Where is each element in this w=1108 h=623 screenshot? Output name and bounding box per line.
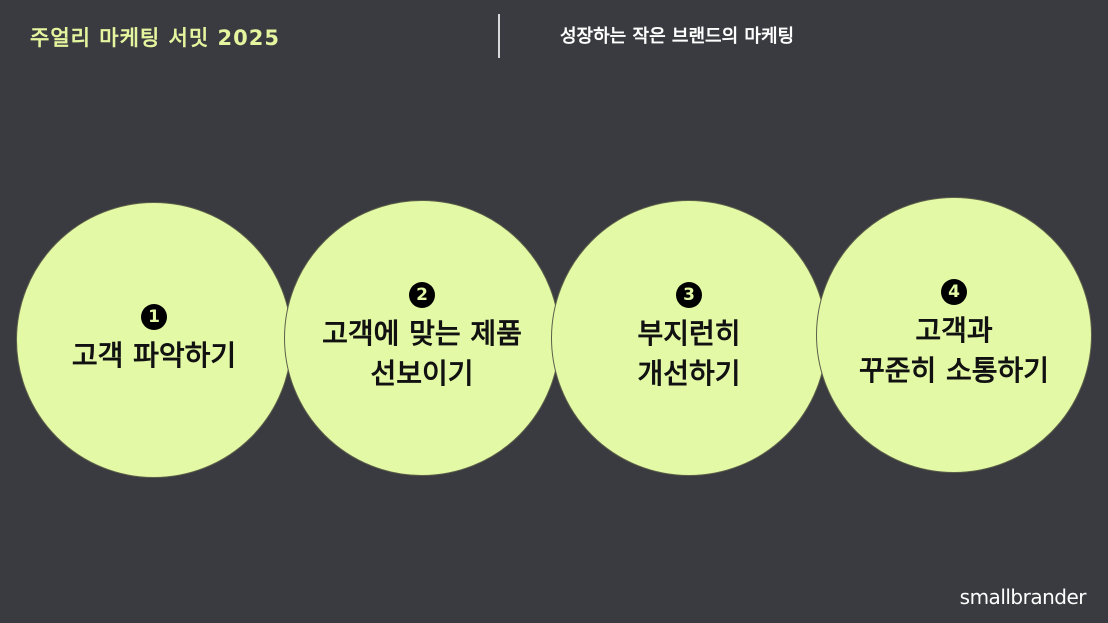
- brand-logo: smallbrander: [959, 585, 1087, 609]
- step-number-badge: 4: [941, 279, 967, 305]
- step-number-badge: 3: [676, 282, 702, 308]
- step-circle-3: 3 부지런히 개선하기: [551, 200, 827, 476]
- step-number-badge: 2: [409, 282, 435, 308]
- step-number-badge: 1: [141, 304, 167, 330]
- step-circle-1: 1 고객 파악하기: [16, 202, 292, 478]
- step-label: 고객에 맞는 제품 선보이기: [322, 317, 522, 390]
- step-label: 부지런히 개선하기: [637, 317, 741, 390]
- summit-title: 주얼리 마케팅 서밋 2025: [30, 26, 280, 50]
- header-divider: [498, 14, 500, 58]
- step-circle-4: 4 고객과 꾸준히 소통하기: [816, 197, 1092, 473]
- step-circle-2: 2 고객에 맞는 제품 선보이기: [284, 200, 560, 476]
- slide-title: 성장하는 작은 브랜드의 마케팅: [560, 26, 795, 47]
- step-label: 고객과 꾸준히 소통하기: [858, 314, 1050, 387]
- step-label: 고객 파악하기: [71, 339, 237, 372]
